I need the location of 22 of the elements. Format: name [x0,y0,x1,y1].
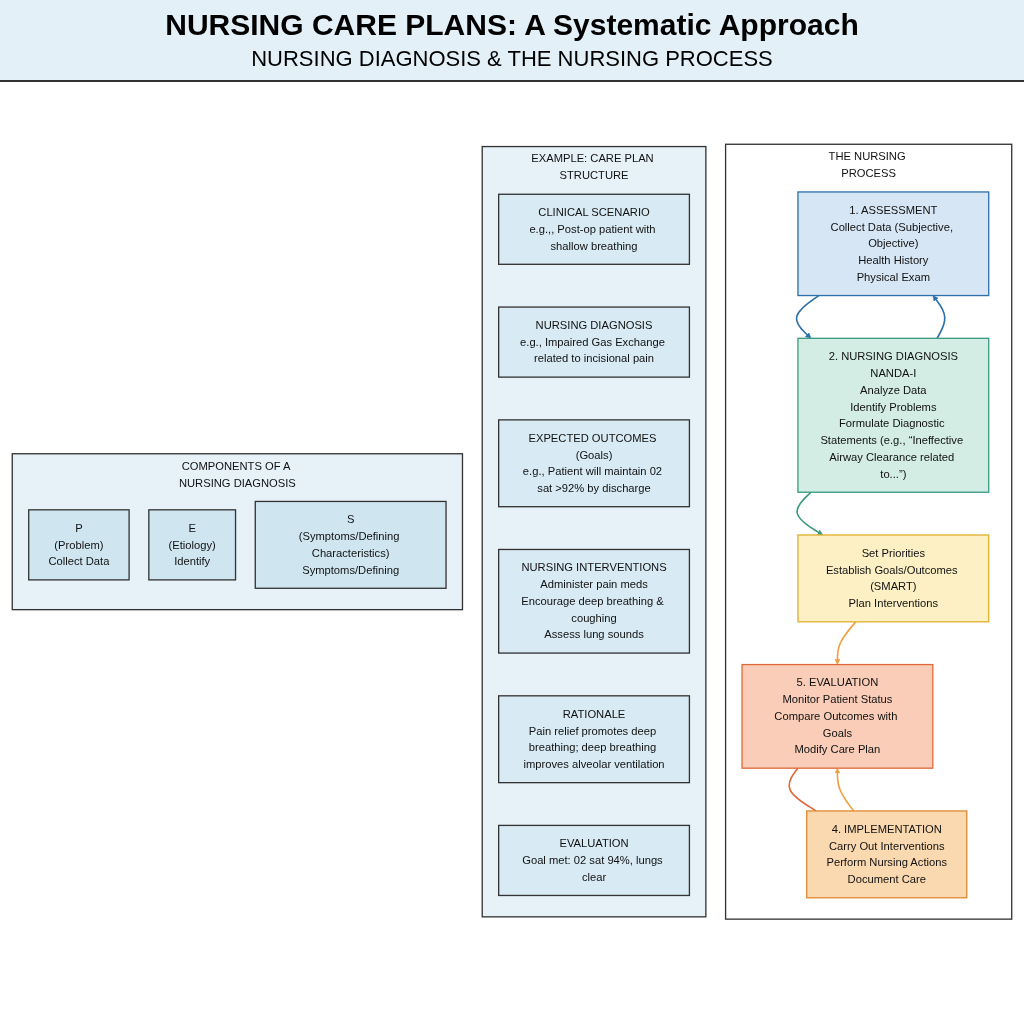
node-box: S (Symptoms/Defining Characteristics) Symptoms/Defining [254,501,447,590]
node-box: 5. EVALUATION Monitor Patient Status Compare Outcomes with Goals Modify Care Plan [741,664,934,770]
node-box: CLINICAL SCENARIO e.g.,, Post-op patient with shallow breathing [498,193,691,266]
node-box: RATIONALE Pain relief promotes deep breathing; deep breathing improves alveolar ventilation [498,695,691,784]
node-box: 4. IMPLEMENTATION Carry Out Interventions Perform Nursing Actions Document Care [806,810,968,899]
arrow [834,621,857,666]
node-box: NURSING INTERVENTIONS Administer pain meds Encourage deep breathing & coughing Assess lung sounds [498,549,691,654]
arrow [932,295,946,340]
node-box: E (Etiology) Identify [148,509,237,581]
node-box: EXPECTED OUTCOMES (Goals) e.g., Patient will maintain 02 sat >92% by discharge [498,419,691,508]
node-box: P (Problem) Collect Data [28,509,130,581]
node-box: Set Priorities Establish Goals/Outcomes (SMART) Plan Interventions [797,534,990,623]
connector [788,767,818,813]
title: NURSING CARE PLANS: A Systematic Approach [164,8,860,42]
subtitle: NURSING DIAGNOSIS & THE NURSING PROCESS [250,46,774,72]
arrow [795,295,820,339]
node-box: EVALUATION Goal met: 02 sat 94%, lungs clear [498,825,691,897]
arrow [796,491,824,536]
node-box: 1. ASSESSMENT Collect Data (Subjective, Objective) Health History Physical Exam [797,191,990,297]
node-box: 2. NURSING DIAGNOSIS NANDA-I Analyze Data Identify Problems Formulate Diagnostic Statements (e.g., “Ineffective Airway Clearance related to...”) [797,337,990,494]
arrow [834,768,855,813]
node-box: NURSING DIAGNOSIS e.g., Impaired Gas Exchange related to incisional pain [498,306,691,379]
